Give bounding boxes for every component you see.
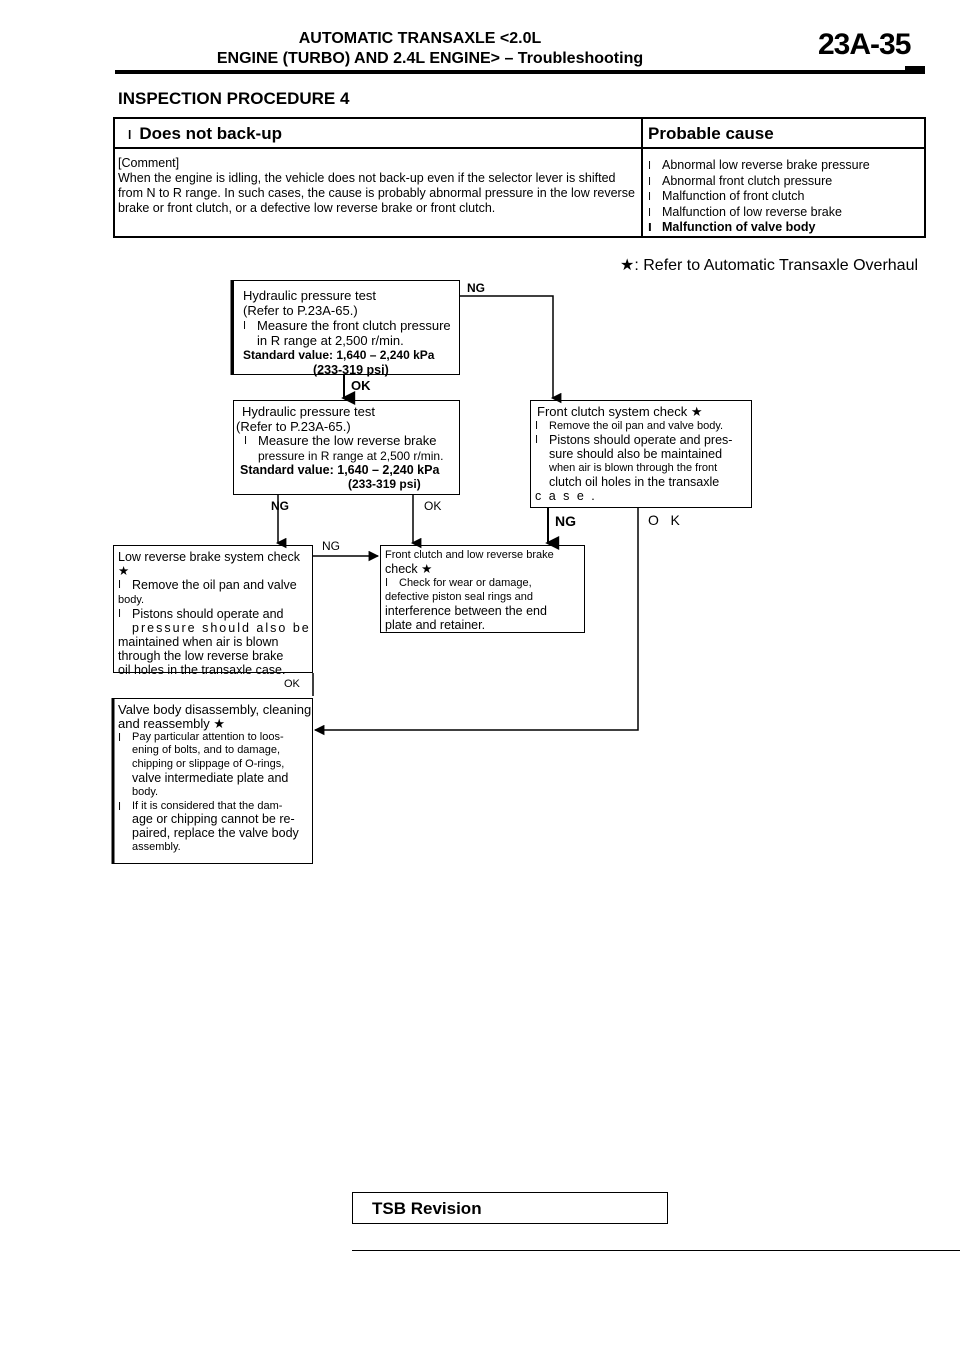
valve-body-bullet-cont: chipping or slippage of O-rings, bbox=[132, 758, 285, 771]
label-ok: O K bbox=[648, 512, 680, 528]
step2-standard-psi: (233-319 psi) bbox=[348, 477, 421, 491]
front-check-bullet: Pistons should operate and pres- bbox=[535, 433, 750, 447]
step1-standard-psi: (233-319 psi) bbox=[313, 363, 389, 377]
low-check-box bbox=[113, 545, 313, 673]
valve-body-content: Valve body disassembly, cleaning and rea… bbox=[118, 703, 312, 855]
header-rule-tab bbox=[905, 66, 925, 74]
low-check-bullet: Remove the oil pan and valve bbox=[118, 578, 312, 592]
comment-line: from N to R range. In such cases, the ca… bbox=[118, 186, 635, 200]
front-check-bullet-cont: when air is blown through the front bbox=[549, 462, 718, 474]
low-check-content: Low reverse brake system check ★ Remove … bbox=[118, 550, 312, 678]
valve-body-bullet-cont: paired, replace the valve body bbox=[132, 826, 299, 841]
star-icon: ★ bbox=[118, 564, 130, 579]
low-check-bullet-cont: body. bbox=[118, 593, 145, 606]
front-check-title: Front clutch system check ★ bbox=[537, 404, 703, 419]
table-divider-vertical bbox=[641, 117, 643, 238]
cause-item: Malfunction of front clutch bbox=[648, 189, 918, 205]
valve-body-bullet-cont: age or chipping cannot be re- bbox=[132, 812, 295, 827]
overhaul-note: ★: Refer to Automatic Transaxle Overhaul bbox=[620, 257, 919, 274]
cause-item: Malfunction of valve body bbox=[648, 220, 918, 236]
low-check-bullet-cont: pressure should also be bbox=[132, 620, 311, 635]
page-number: 23A-35 bbox=[818, 28, 911, 61]
step1-bullet: Measure the front clutch pressure bbox=[243, 318, 458, 333]
front-check-box bbox=[530, 400, 752, 508]
low-check-bullet: Pistons should operate and bbox=[118, 607, 312, 621]
step2-bullet-cont: pressure in R range at 2,500 r/min. bbox=[258, 448, 444, 463]
valve-body-bullet-cont: body. bbox=[132, 785, 159, 798]
label-ok: OK bbox=[284, 678, 300, 690]
cause-item: Abnormal low reverse brake pressure bbox=[648, 158, 918, 174]
cause-item: Malfunction of low reverse brake bbox=[648, 205, 918, 221]
low-check-title: Low reverse brake system check bbox=[118, 550, 301, 564]
bullet-icon: l bbox=[128, 128, 132, 142]
label-ng: NG bbox=[271, 499, 289, 513]
front-check-content: Front clutch system check ★ Remove the o… bbox=[535, 404, 750, 504]
cause-item: Abnormal front clutch pressure bbox=[648, 174, 918, 190]
step2-content: Hydraulic pressure test (Refer to P.23A-… bbox=[236, 404, 458, 492]
label-ok: OK bbox=[424, 499, 442, 513]
front-check-bullet-cont: clutch oil holes in the transaxle bbox=[549, 475, 720, 489]
comment-line: brake or front clutch, or a defective lo… bbox=[118, 201, 496, 215]
footer-rule bbox=[352, 1250, 960, 1251]
step1-standard: Standard value: 1,640 – 2,240 kPa bbox=[243, 348, 435, 362]
step1-bullet-cont: in R range at 2,500 r/min. bbox=[257, 333, 404, 348]
probable-cause-title: Probable cause bbox=[648, 124, 774, 143]
symptom-table bbox=[113, 117, 926, 238]
step1-content: Hydraulic pressure test (Refer to P.23A-… bbox=[243, 288, 458, 378]
label-ok: OK bbox=[351, 378, 371, 393]
low-check-bullet-cont: maintained when air is blown bbox=[118, 635, 279, 650]
comment-line: When the engine is idling, the vehicle d… bbox=[118, 171, 616, 185]
step2-standard: Standard value: 1,640 – 2,240 kPa bbox=[240, 462, 440, 477]
label-ng: NG bbox=[322, 539, 340, 553]
symptom-comment: [Comment] When the engine is idling, the… bbox=[118, 156, 638, 216]
clutch-brake-title: Front clutch and low reverse brake bbox=[385, 549, 554, 561]
valve-body-bullet-cont: valve intermediate plate and bbox=[132, 770, 289, 785]
low-check-bullet-cont: through the low reverse brake bbox=[118, 649, 284, 664]
clutch-brake-bullet-cont: interference between the end bbox=[385, 604, 547, 618]
table-divider-horizontal bbox=[113, 147, 926, 149]
footer-box bbox=[352, 1192, 668, 1224]
connector-front-ok bbox=[313, 508, 639, 736]
step2-bullet: Measure the low reverse brake bbox=[244, 433, 458, 449]
header-rule bbox=[115, 70, 925, 74]
connector-step1-ng bbox=[460, 295, 562, 404]
valve-body-title: and reassembly ★ bbox=[118, 715, 226, 731]
label-ng: NG bbox=[555, 513, 576, 529]
clutch-brake-bullet: Check for wear or damage, bbox=[385, 576, 583, 590]
clutch-brake-check-content: Front clutch and low reverse brake check… bbox=[385, 548, 583, 632]
clutch-brake-bullet-cont: defective piston seal rings and bbox=[385, 591, 533, 603]
clutch-brake-check-box bbox=[380, 545, 585, 633]
step1-line: Hydraulic pressure test bbox=[243, 288, 376, 303]
valve-body-bullet-cont: ening of bolts, and to damage, bbox=[132, 744, 280, 757]
section-title: INSPECTION PROCEDURE 4 bbox=[118, 89, 350, 108]
clutch-brake-bullet-cont: plate and retainer. bbox=[385, 618, 486, 632]
header-line-2: ENGINE (TURBO) AND 2.4L ENGINE> – Troubl… bbox=[216, 50, 644, 67]
step1-line: (Refer to P.23A-65.) bbox=[243, 303, 358, 318]
front-check-bullet-cont: c a s e . bbox=[535, 489, 597, 503]
front-check-bullet: Remove the oil pan and valve body. bbox=[535, 419, 750, 433]
tsb-revision: TSB Revision bbox=[372, 1199, 482, 1218]
low-check-bullet-cont: oil holes in the transaxle case. bbox=[118, 663, 286, 678]
label-ng: NG bbox=[467, 281, 485, 295]
valve-body-bullet: Pay particular attention to loos- bbox=[118, 731, 312, 745]
step2-line: Hydraulic pressure test bbox=[242, 404, 375, 419]
valve-body-bullet-cont: assembly. bbox=[132, 840, 181, 853]
clutch-brake-title-2: check ★ bbox=[385, 562, 433, 576]
header-line-1: AUTOMATIC TRANSAXLE <2.0L bbox=[298, 30, 542, 47]
front-check-bullet-cont: sure should also be maintained bbox=[549, 447, 723, 461]
valve-body-bullet: If it is considered that the dam- bbox=[118, 800, 312, 814]
probable-cause-list: Abnormal low reverse brake pressure Abno… bbox=[648, 158, 918, 236]
comment-label: [Comment] bbox=[118, 156, 180, 170]
step2-line: (Refer to P.23A-65.) bbox=[236, 418, 351, 434]
valve-body-title: Valve body disassembly, cleaning bbox=[118, 702, 312, 717]
